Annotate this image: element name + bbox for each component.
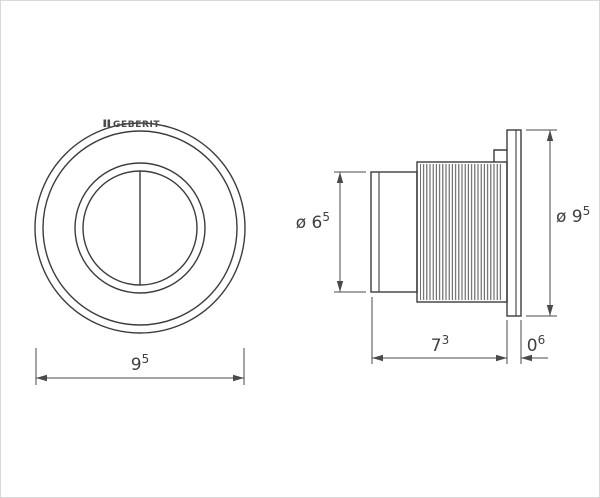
- arrowhead-down: [336, 281, 344, 292]
- flange-outline: [506, 129, 522, 317]
- front-width-label: 95: [131, 352, 149, 375]
- front-width-dimension: 95: [35, 348, 245, 385]
- arrowhead-right: [496, 354, 507, 362]
- knurl-hatching: [420, 164, 503, 300]
- inner-diameter-label: ø 65: [296, 210, 330, 233]
- outer-diameter-label: ø 95: [556, 204, 590, 227]
- geberit-logo-mark: [107, 119, 111, 127]
- depth-dimension: 73: [371, 297, 508, 364]
- flange-thickness-label: 06: [527, 333, 545, 356]
- inner-diameter-dimension: ø 65: [296, 171, 366, 293]
- outer-diameter-dimension: ø 95: [526, 129, 590, 317]
- arrowhead-left: [521, 354, 532, 362]
- arrowhead-left: [372, 354, 383, 362]
- arrowhead-up: [336, 172, 344, 183]
- retaining-clip-step: [493, 149, 507, 162]
- depth-label: 73: [431, 333, 449, 356]
- button-bezel-circle: [74, 162, 206, 294]
- flange-thickness-dimension: 06: [520, 320, 548, 364]
- front-inner-ring-circle: [42, 130, 238, 326]
- geberit-logo: GEBERIT: [103, 119, 160, 130]
- arrowhead-right: [233, 374, 244, 382]
- arrowhead-down: [546, 305, 554, 316]
- geberit-logo-mark: [103, 119, 107, 127]
- arrowhead-up: [546, 130, 554, 141]
- arrowhead-left: [36, 374, 47, 382]
- side-view: ø 65 ø 95 73 06: [296, 129, 590, 364]
- front-outer-ring-circle: [34, 122, 246, 334]
- geberit-logo-text: GEBERIT: [113, 120, 160, 130]
- front-view: GEBERIT 95: [34, 119, 246, 385]
